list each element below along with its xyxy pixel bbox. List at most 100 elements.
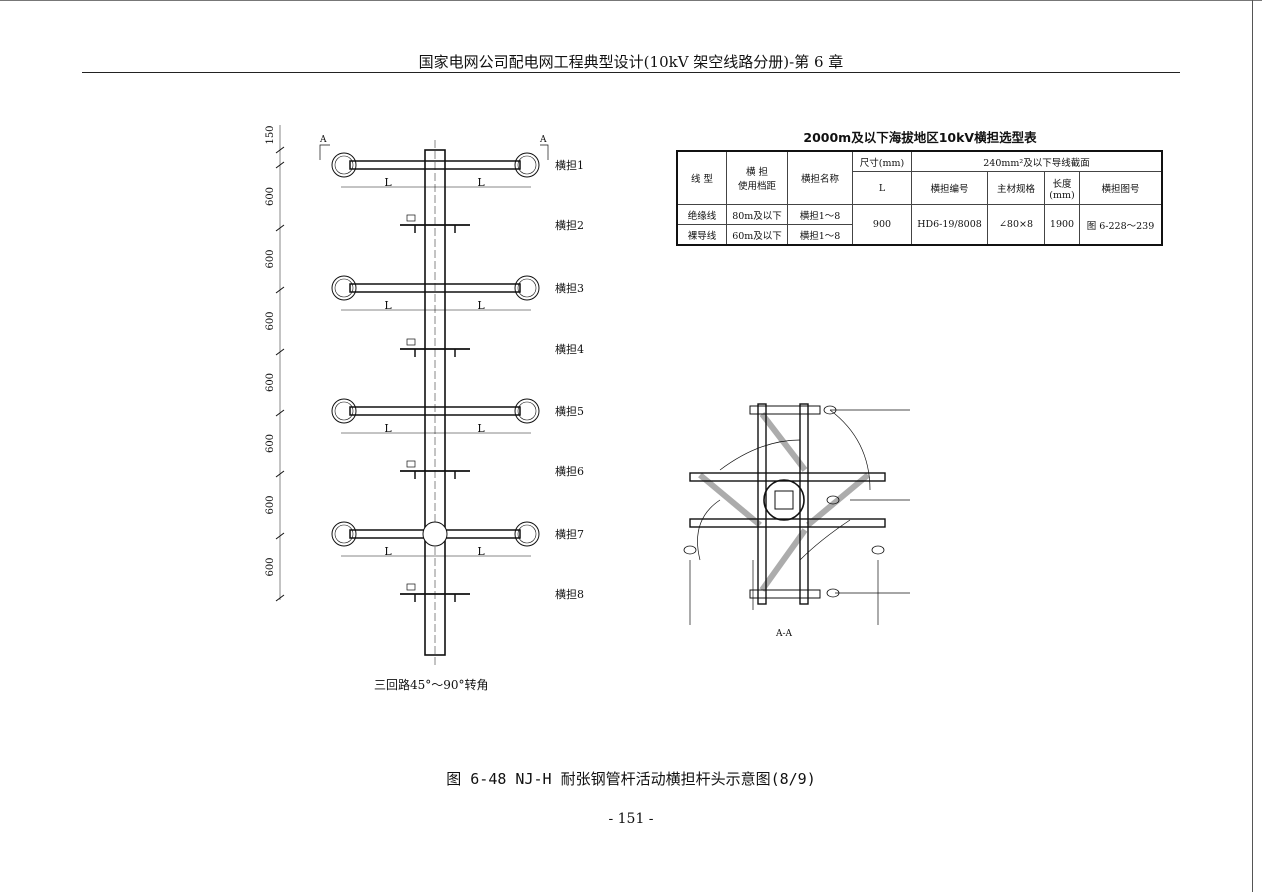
dimension-tick bbox=[275, 224, 285, 232]
page-number: - 151 - bbox=[608, 811, 654, 827]
section-mark: A bbox=[319, 135, 327, 145]
insulator-circle bbox=[331, 152, 357, 178]
crossarm-label: 横担7 bbox=[555, 527, 584, 541]
L-label: L bbox=[384, 422, 392, 435]
insulator-circle bbox=[334, 155, 354, 175]
dimension-label: 600 bbox=[265, 249, 276, 268]
dimension-tick bbox=[275, 146, 285, 154]
cell: 绝缘线 bbox=[676, 204, 727, 225]
dimension-label: 600 bbox=[265, 373, 276, 392]
dimension-label: 600 bbox=[265, 311, 276, 330]
th-drawing: 横担图号 bbox=[1079, 171, 1163, 205]
dimension-tick bbox=[275, 286, 285, 294]
steel-pole bbox=[424, 149, 446, 656]
insulator-circle bbox=[334, 401, 354, 421]
insulator-circle bbox=[514, 152, 540, 178]
L-label: L bbox=[477, 299, 485, 312]
crossarm-label: 横担2 bbox=[555, 218, 584, 232]
L-label: L bbox=[477, 545, 485, 558]
crossarm-label: 横担6 bbox=[555, 464, 584, 478]
cell: HD6-19/8008 bbox=[911, 204, 988, 246]
section-arrow bbox=[540, 144, 549, 160]
page-border-top bbox=[0, 0, 1262, 1]
dimension-tick bbox=[275, 594, 285, 602]
dimension-tick bbox=[275, 532, 285, 540]
crossarm-label: 横担5 bbox=[555, 404, 584, 418]
L-label: L bbox=[384, 176, 392, 189]
dimension-tick bbox=[275, 470, 285, 478]
cell: 横担1～8 bbox=[787, 204, 853, 225]
cell: 图 6-228～239 bbox=[1079, 204, 1163, 246]
table-row: 裸导线 60m及以下 横担1～8 bbox=[676, 224, 1162, 246]
insulator-circle bbox=[514, 521, 540, 547]
figure-caption: 图 6-48 NJ-H 耐张钢管杆活动横担杆头示意图(8/9) bbox=[446, 770, 816, 788]
th-code: 横担编号 bbox=[911, 171, 988, 205]
dimension-tick bbox=[275, 409, 285, 417]
insulator-circle bbox=[517, 524, 537, 544]
insulator-circle bbox=[517, 401, 537, 421]
insulator bbox=[871, 545, 885, 555]
insulator bbox=[826, 495, 840, 505]
pole-section bbox=[763, 479, 805, 521]
insulator-circle bbox=[334, 524, 354, 544]
dimension-label: 600 bbox=[265, 187, 276, 206]
page-header: 国家电网公司配电网工程典型设计(10kV 架空线路分册)-第 6 章 bbox=[418, 53, 844, 71]
header-rule bbox=[82, 72, 1180, 73]
brace bbox=[698, 472, 762, 528]
dimension-tick bbox=[275, 161, 285, 169]
dimension-label: 600 bbox=[265, 557, 276, 576]
th-material: 主材规格 bbox=[987, 171, 1045, 205]
section-mark: A bbox=[539, 135, 547, 145]
crossarm-bar bbox=[349, 160, 521, 170]
dimension-tick bbox=[275, 348, 285, 356]
arm-plate bbox=[749, 405, 821, 415]
L-label: L bbox=[384, 545, 392, 558]
th-L: L bbox=[852, 171, 912, 205]
clamp bbox=[406, 214, 416, 222]
table-row: 绝缘线 80m及以下 横担1～8 900 HD6-19/8008 ∠80×8 1… bbox=[676, 204, 1163, 246]
insulator bbox=[823, 405, 837, 415]
dimension-label: 150 bbox=[265, 125, 276, 144]
dimension-label: 600 bbox=[265, 495, 276, 514]
insulator-circle bbox=[334, 278, 354, 298]
insulator bbox=[683, 545, 697, 555]
vertical-arm bbox=[799, 403, 809, 605]
cell: 1900 bbox=[1044, 204, 1080, 246]
crossarm-bar bbox=[349, 283, 521, 293]
section-caption: A-A bbox=[776, 629, 793, 639]
insulator-circle bbox=[517, 155, 537, 175]
vertical-arm bbox=[757, 403, 767, 605]
insulator-circle bbox=[331, 398, 357, 424]
crossarm-selection-table: 线 型 横 担 使用档距 横担名称 尺寸(mm) 240mm²及以下导线截面 L… bbox=[676, 150, 1163, 246]
L-label: L bbox=[384, 299, 392, 312]
clamp bbox=[406, 460, 416, 468]
insulator-circle bbox=[514, 398, 540, 424]
insulator-circle bbox=[517, 278, 537, 298]
insulator-circle bbox=[422, 521, 448, 547]
insulator-circle bbox=[514, 275, 540, 301]
clamp bbox=[406, 338, 416, 346]
crossarm-label: 横担4 bbox=[555, 342, 584, 356]
insulator-circle bbox=[331, 521, 357, 547]
section-arrow bbox=[319, 144, 330, 160]
pole-plate bbox=[774, 490, 794, 510]
jumper-wire bbox=[697, 409, 871, 561]
insulator bbox=[826, 588, 840, 598]
th-length: 长度 (mm) bbox=[1044, 171, 1080, 205]
crossarm-label: 横担8 bbox=[555, 587, 584, 601]
brace bbox=[759, 528, 808, 592]
arm-plate bbox=[749, 589, 821, 599]
drawing-caption: 三回路45°～90°转角 bbox=[374, 678, 489, 692]
crossarm-label: 横担3 bbox=[555, 281, 584, 295]
table-title: 2000m及以下海拔地区10kV横担选型表 bbox=[803, 130, 1037, 145]
brace bbox=[759, 412, 808, 472]
page-border-right bbox=[1252, 0, 1253, 892]
crossarm-bar bbox=[349, 406, 521, 416]
dimension-label: 600 bbox=[265, 434, 276, 453]
cell: 横担1～8 bbox=[787, 224, 853, 246]
clamp bbox=[406, 583, 416, 591]
L-label: L bbox=[477, 176, 485, 189]
cell: ∠80×8 bbox=[987, 204, 1045, 246]
